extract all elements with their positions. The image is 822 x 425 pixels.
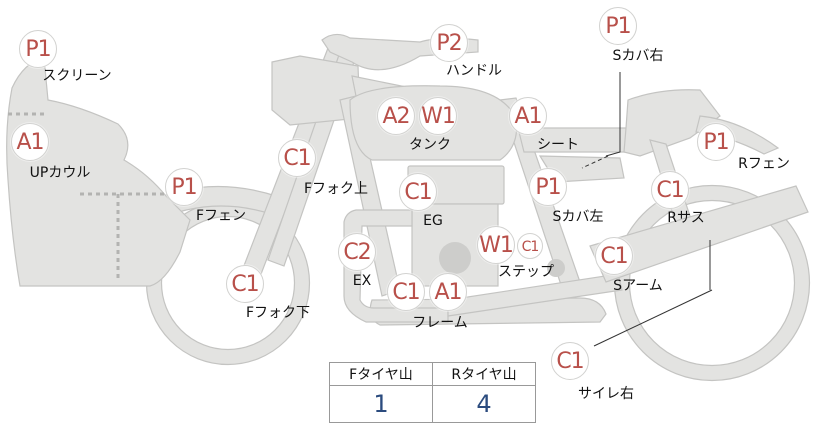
badge-c1-rsus: C1 — [651, 171, 689, 209]
rear-tire-header: Rタイヤ山 — [432, 362, 536, 386]
label-step: ステップ — [498, 264, 554, 280]
tire-tread-table: Fタイヤ山 Rタイヤ山 1 4 — [329, 362, 536, 423]
rear-tire-value: 4 — [432, 385, 536, 423]
badge-c1-ffork-down: C1 — [226, 265, 264, 303]
label-tank: タンク — [409, 137, 451, 153]
front-tire-header: Fタイヤ山 — [329, 362, 433, 386]
badge-a1-upcowl: A1 — [11, 123, 49, 161]
label-scover-right: Sカバ右 — [612, 48, 664, 64]
label-silencer-right: サイレ右 — [578, 386, 634, 402]
label-rfender: Rフェン — [738, 156, 790, 172]
badge-w1-step: W1 — [477, 226, 515, 264]
label-rsus: Rサス — [667, 210, 705, 226]
badge-a2-tank: A2 — [377, 97, 415, 135]
badge-c1-frame: C1 — [387, 273, 425, 311]
badge-p1-ffender: P1 — [165, 168, 203, 206]
label-handle: ハンドル — [446, 63, 502, 79]
label-frame: フレーム — [412, 315, 468, 331]
badge-c1-eg: C1 — [399, 173, 437, 211]
badge-c1-step: C1 — [517, 233, 543, 259]
exhaust-pipe — [343, 209, 449, 323]
badge-p2-handle: P2 — [430, 24, 468, 62]
label-scover-left: Sカバ左 — [552, 209, 604, 225]
label-sarm: Sアーム — [613, 278, 663, 294]
badge-p1-scover-right: P1 — [599, 7, 637, 45]
badge-p1-screen: P1 — [19, 30, 57, 68]
label-ffork-down: Fフォク下 — [245, 305, 311, 321]
badge-c1-silencer-right: C1 — [551, 342, 589, 380]
badge-c1-sarm: C1 — [595, 237, 633, 275]
upper-cowl — [6, 57, 191, 287]
label-seat: シート — [537, 137, 579, 153]
badge-w1-tank: W1 — [419, 97, 457, 135]
badge-p1-rfender: P1 — [697, 123, 735, 161]
badge-a1-frame: A1 — [429, 273, 467, 311]
tail-section — [623, 89, 721, 157]
label-ex: EX — [352, 273, 372, 289]
label-ffender: Fフェン — [195, 208, 247, 224]
label-eg: EG — [423, 213, 443, 229]
badge-c2-ex: C2 — [338, 233, 376, 271]
label-ffork-up: Fフォク上 — [303, 181, 369, 197]
front-tire-value: 1 — [329, 385, 433, 423]
rear-wheel — [614, 185, 810, 381]
badge-a1-seat: A1 — [509, 97, 547, 135]
badge-c1-ffork-up: C1 — [278, 139, 316, 177]
badge-p1-scover-left: P1 — [529, 168, 567, 206]
label-upcowl: UPカウル — [29, 165, 91, 181]
label-screen: スクリーン — [42, 68, 112, 84]
